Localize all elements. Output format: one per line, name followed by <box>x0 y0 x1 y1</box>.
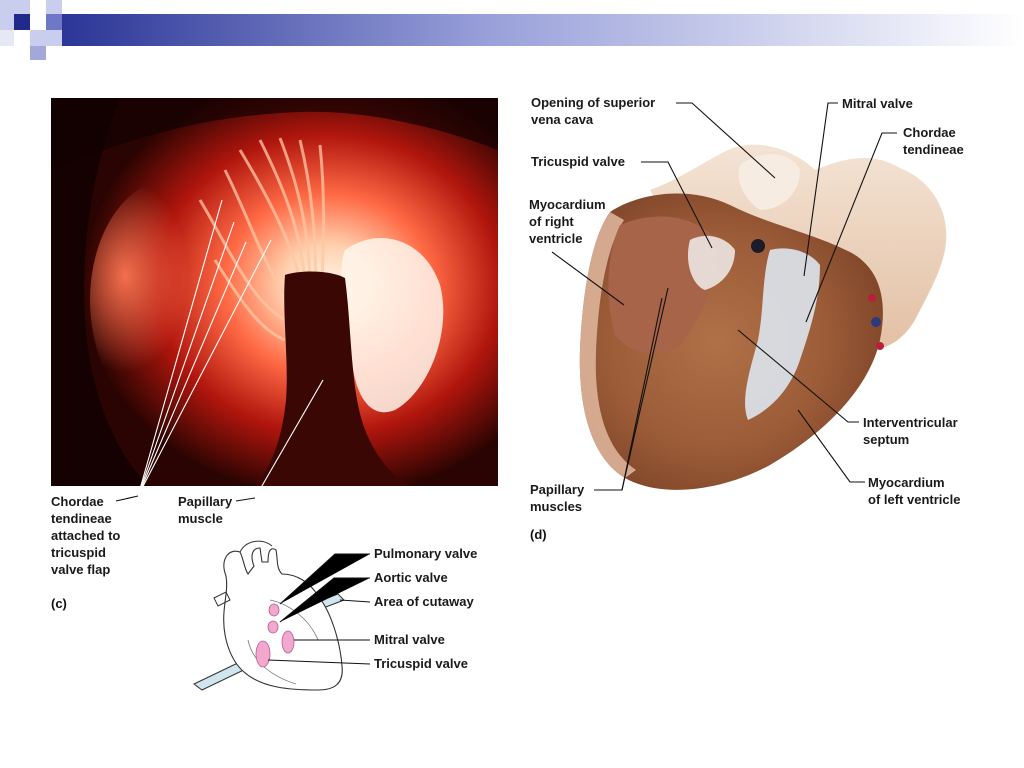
papillary-label-line: Papillary <box>178 494 233 509</box>
header-square <box>30 30 46 46</box>
papillary-leader-tail <box>235 497 256 502</box>
panel-c-tag: (c) <box>51 596 67 611</box>
photo-d-svc-opening <box>738 154 800 210</box>
papillary-label-line: muscle <box>178 511 223 526</box>
inset-great-vessels <box>213 540 273 607</box>
myocardium-right-label: Myocardium of right ventricle <box>529 197 609 246</box>
chordae-label-line: tricuspid <box>51 545 106 560</box>
photo-d-outer-rim <box>579 212 636 478</box>
septum-label-line: septum <box>863 432 909 447</box>
papillary-muscles-line: Papillary <box>530 482 585 497</box>
photo-d-dark-opening <box>751 239 765 253</box>
panel-c-labels: Chordae tendineae attached to tricuspid … <box>51 494 256 611</box>
myocardium-right-line: of right <box>529 214 574 229</box>
pulmonary-valve-label: Pulmonary valve <box>374 546 477 561</box>
header-gradient-bar <box>60 14 1024 46</box>
photo-c-bright-chamber <box>341 237 444 413</box>
papillary-muscles-label: Papillary muscles <box>530 482 588 514</box>
inset-tricuspid-valve-label: Tricuspid valve <box>374 656 468 671</box>
photo-c-dark-top <box>51 98 498 170</box>
photo-c-papillary-muscle <box>255 271 410 486</box>
myocardium-left-line: Myocardium <box>868 475 945 490</box>
header-square <box>46 14 62 30</box>
myocardium-left-label: Myocardium of left ventricle <box>868 475 960 507</box>
svc-label-line: vena cava <box>531 112 594 127</box>
chordae-label-line: attached to <box>51 528 120 543</box>
photo-c-left-glow <box>90 180 250 420</box>
aortic-valve-marker <box>267 620 279 634</box>
photo-c-chordae-leaders <box>137 199 324 499</box>
papillary-muscle-label: Papillary muscle <box>178 494 236 526</box>
photo-d-chordae-region <box>745 248 820 420</box>
myocardium-right-line: Myocardium <box>529 197 606 212</box>
photo-d-vessel-spot <box>871 317 881 327</box>
photo-d-tricuspid-region <box>687 235 735 290</box>
header-square <box>46 30 62 46</box>
area-of-cutaway-label: Area of cutaway <box>374 594 474 609</box>
panel-d-photo <box>579 144 947 490</box>
header-square <box>30 46 46 60</box>
header-square <box>46 0 62 14</box>
chordae-leader-tail <box>115 495 139 502</box>
header-square <box>14 14 30 30</box>
photo-d-vessel-spot <box>868 294 876 302</box>
panel-d-labels: Opening of superior vena cava Tricuspid … <box>529 95 964 542</box>
interventricular-septum-label: Interventricular septum <box>863 415 961 447</box>
myocardium-right-line: ventricle <box>529 231 582 246</box>
tricuspid-valve-marker <box>255 640 271 668</box>
chordae-tendineae-line: tendineae <box>903 142 964 157</box>
chordae-label-line: Chordae <box>51 494 104 509</box>
septum-label-line: Interventricular <box>863 415 958 430</box>
panel-d-leaders <box>551 102 897 491</box>
mitral-valve-label: Mitral valve <box>842 96 913 111</box>
panel-c-photo <box>51 98 498 499</box>
myocardium-left-line: of left ventricle <box>868 492 960 507</box>
mitral-valve-marker <box>281 630 295 654</box>
inset-leaders <box>267 553 371 665</box>
chordae-tendineae-label: Chordae tendineae <box>903 125 964 157</box>
svc-label-line: Opening of superior <box>531 95 655 110</box>
header-decoration <box>0 0 1024 60</box>
header-square <box>30 14 46 30</box>
photo-c-chordae-strands <box>198 137 326 342</box>
chordae-label-line: valve flap <box>51 562 110 577</box>
header-square <box>0 30 14 46</box>
aortic-valve-label: Aortic valve <box>374 570 448 585</box>
photo-c-dark-left <box>51 98 150 486</box>
svc-opening-label: Opening of superior vena cava <box>531 95 659 127</box>
pulmonary-valve-marker <box>268 603 280 617</box>
chordae-label-line: tendineae <box>51 511 112 526</box>
inset-mitral-valve-label: Mitral valve <box>374 632 445 647</box>
photo-d-vessel-spot <box>876 342 884 350</box>
papillary-muscles-line: muscles <box>530 499 582 514</box>
panel-d-tag: (d) <box>530 527 547 542</box>
chordae-attached-label: Chordae tendineae attached to tricuspid … <box>51 494 124 577</box>
tricuspid-valve-label: Tricuspid valve <box>531 154 625 169</box>
chordae-tendineae-line: Chordae <box>903 125 956 140</box>
inset-heart-diagram: Pulmonary valve Aortic valve Area of cut… <box>193 540 477 691</box>
